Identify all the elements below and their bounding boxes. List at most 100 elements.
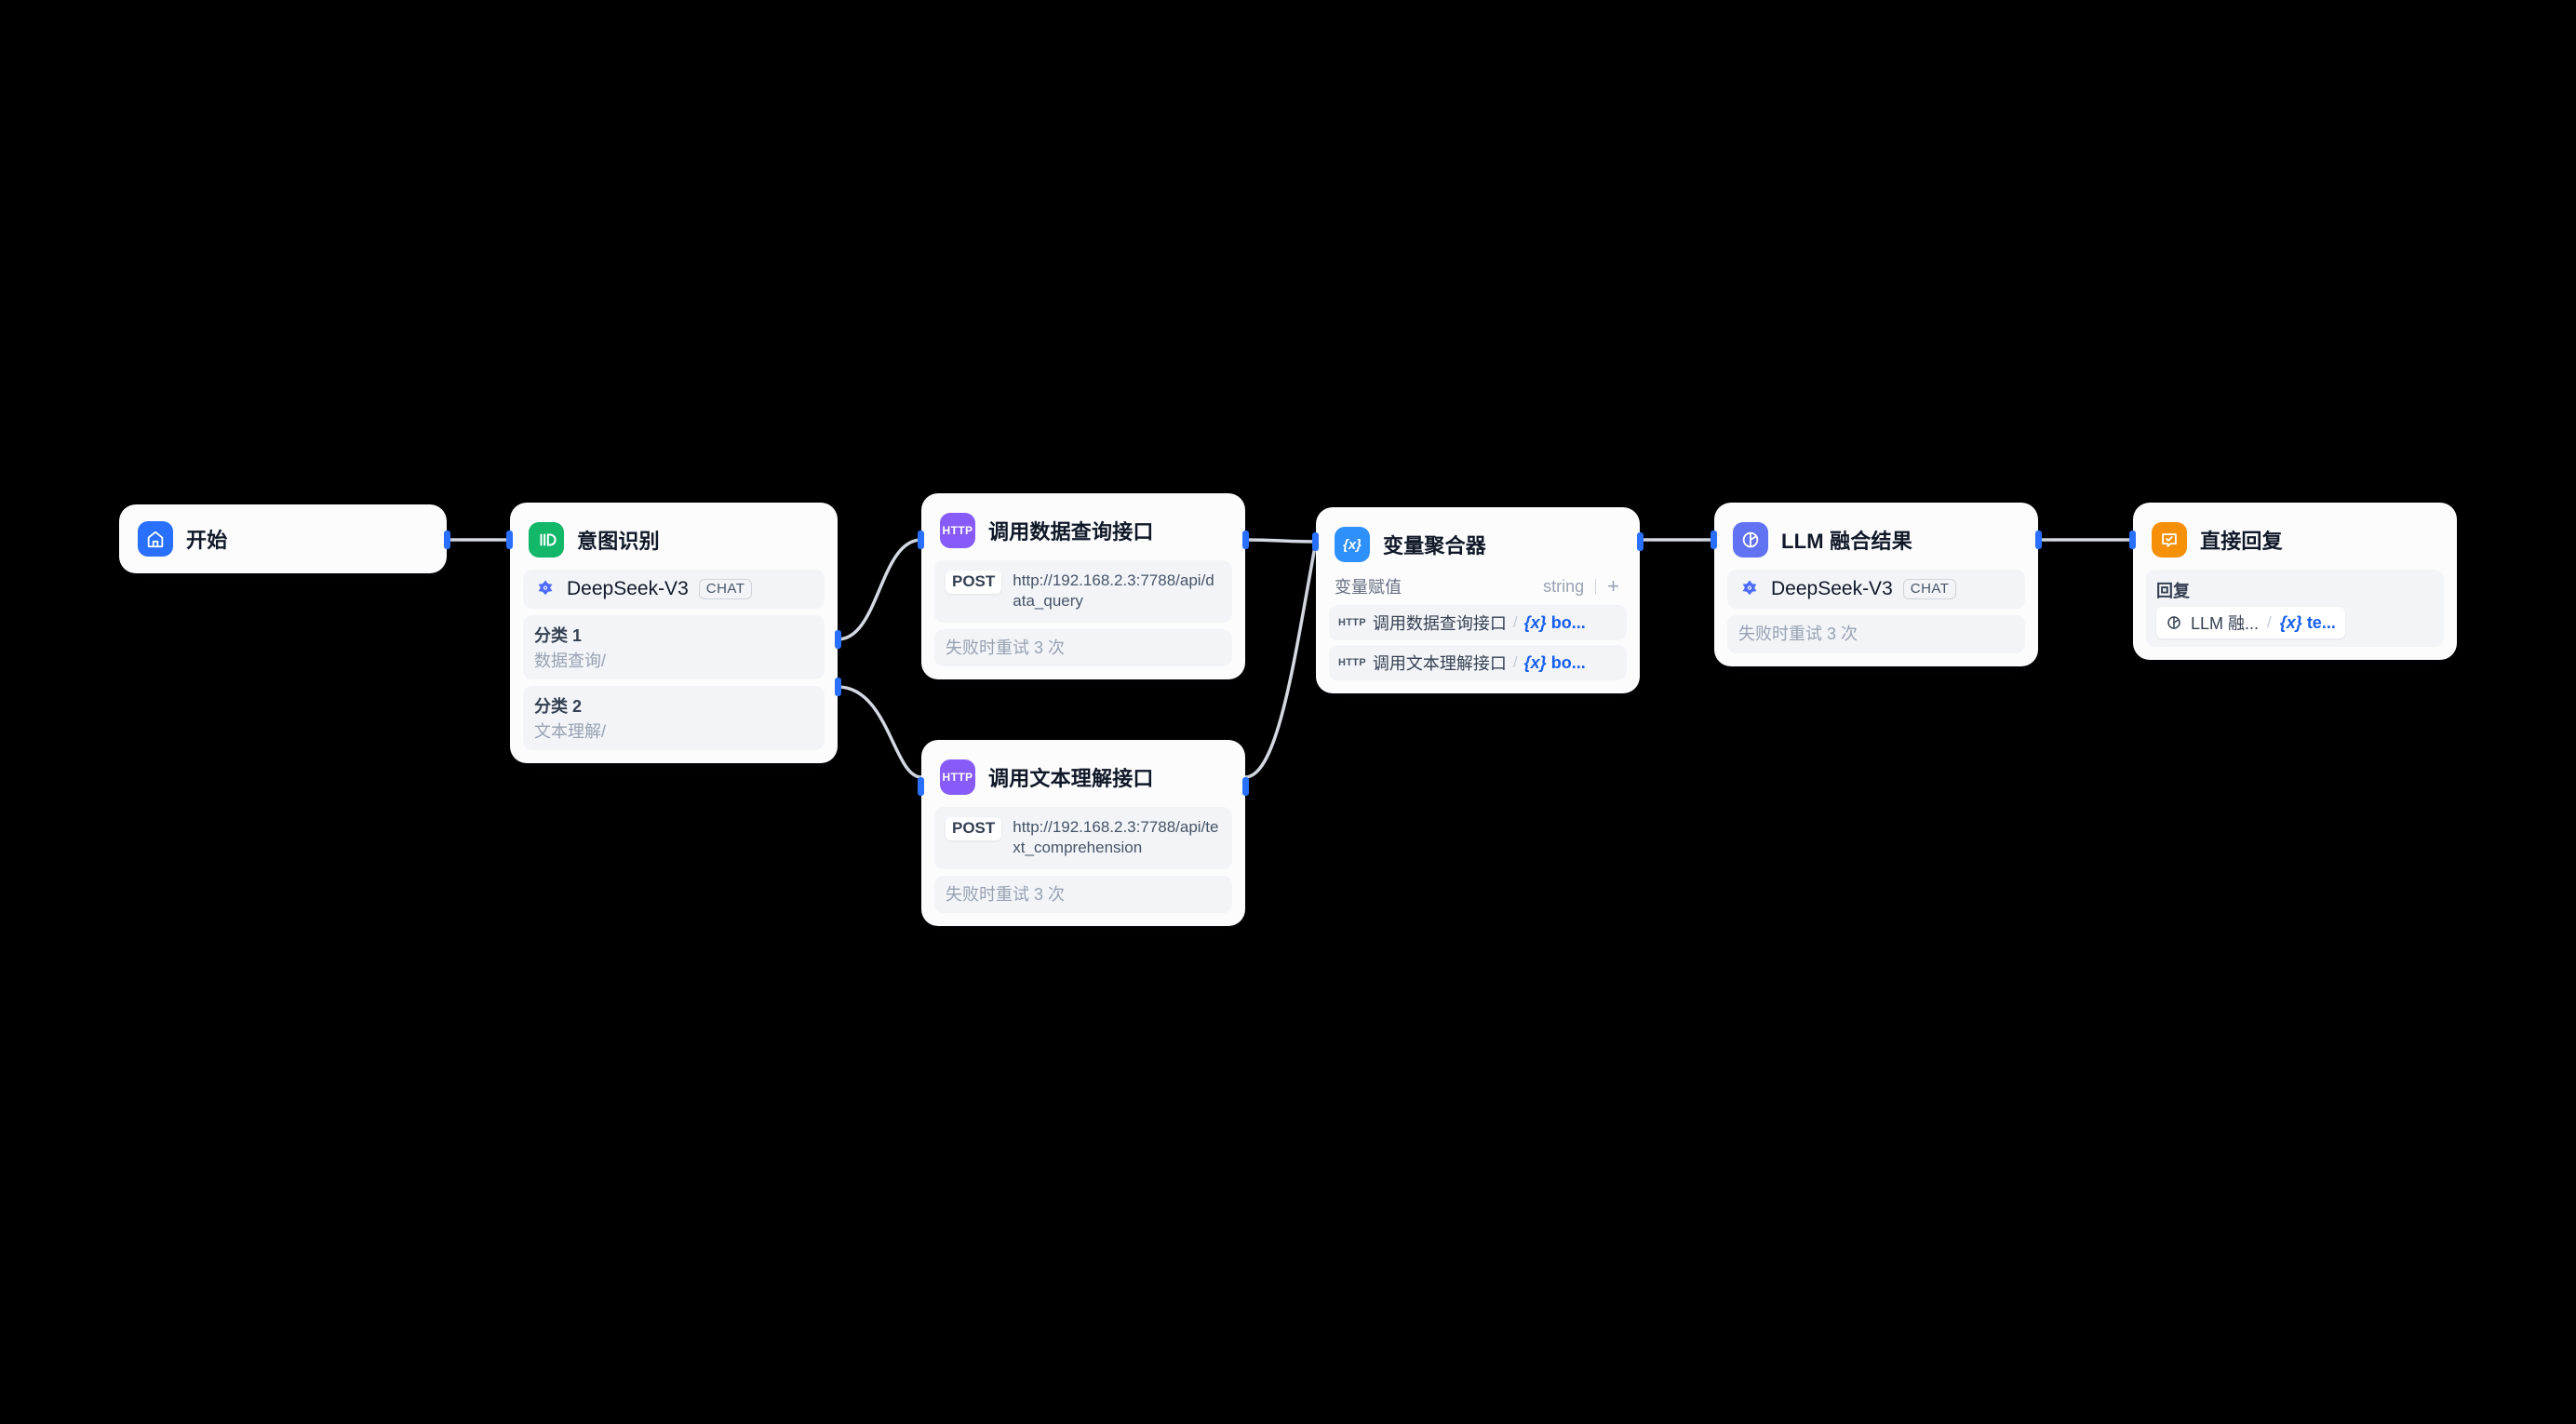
node-http-data-query-title: 调用数据查询接口 xyxy=(988,520,1154,544)
variable-reference-name: bo... xyxy=(1550,612,1586,632)
class-row-2[interactable]: 分类 2 文本理解/ xyxy=(523,686,825,750)
class-2-value: 文本理解/ xyxy=(534,722,607,741)
variable-reference: {x} bo... xyxy=(1523,652,1586,672)
separator: / xyxy=(1512,613,1518,631)
http-method-badge: POST xyxy=(946,817,1002,840)
add-variable-button[interactable]: + xyxy=(1607,574,1619,598)
node-intent-title: 意图识别 xyxy=(577,530,660,553)
question-classifier-icon xyxy=(529,522,564,558)
node-aggregator-body: 变量赋值 string + HTTP 调用数据查询接口 / {x} bo... … xyxy=(1316,565,1640,693)
node-start[interactable]: 开始 xyxy=(119,504,450,573)
separator: / xyxy=(2267,613,2272,631)
class-1-value: 数据查询/ xyxy=(534,652,607,670)
node-llm-body: DeepSeek-V3 CHAT 失败时重试 3 次 xyxy=(1714,560,2038,666)
node-aggregator-header: {x} 变量聚合器 xyxy=(1316,507,1640,565)
port-aggregator-input[interactable] xyxy=(1312,532,1319,551)
divider xyxy=(1595,579,1597,594)
retry-label: 失败时重试 3 次 xyxy=(946,884,1066,904)
model-mode-badge: CHAT xyxy=(698,579,753,599)
edge-intent-to-http-text xyxy=(836,685,923,779)
variable-source-node: 调用文本理解接口 xyxy=(1372,654,1507,673)
port-http-text-output[interactable] xyxy=(1242,777,1249,796)
model-row[interactable]: DeepSeek-V3 CHAT xyxy=(523,570,825,609)
port-intent-output-class-2[interactable] xyxy=(835,678,841,696)
class-2-name: 分类 2 xyxy=(534,697,583,716)
deepseek-icon xyxy=(538,580,553,596)
http-icon: HTTP xyxy=(940,759,975,795)
node-intent-body: DeepSeek-V3 CHAT 分类 1 数据查询/ 分类 2 文本理解/ xyxy=(510,560,838,763)
llm-icon xyxy=(2167,616,2180,629)
node-http-text-comprehension[interactable]: HTTP 调用文本理解接口 POST http://192.168.2.3:77… xyxy=(918,740,1249,927)
node-http-text-body: POST http://192.168.2.3:7788/api/text_co… xyxy=(921,798,1245,926)
node-llm-fusion[interactable]: LLM 融合结果 DeepSeek-V3 CHAT 失败时重试 3 次 xyxy=(1711,503,2042,666)
node-http-text-title: 调用文本理解接口 xyxy=(988,767,1154,790)
http-icon-label: HTTP xyxy=(942,771,973,784)
port-http-text-input[interactable] xyxy=(918,777,924,796)
port-intent-output-class-1[interactable] xyxy=(835,630,841,649)
model-name: DeepSeek-V3 xyxy=(1771,578,1893,599)
http-url: http://192.168.2.3:7788/api/data_query xyxy=(1013,571,1214,611)
http-icon-label: HTTP xyxy=(942,524,973,537)
node-intent-recognition[interactable]: 意图识别 DeepSeek-V3 CHAT 分类 1 数据查询/ 分类 2 文本… xyxy=(506,503,841,763)
node-variable-aggregator[interactable]: {x} 变量聚合器 变量赋值 string + HTTP 调用数据查询接口 / … xyxy=(1312,507,1644,693)
http-request-row[interactable]: POST http://192.168.2.3:7788/api/data_qu… xyxy=(934,560,1232,623)
port-answer-input[interactable] xyxy=(2129,531,2136,549)
node-answer-title: 直接回复 xyxy=(2200,530,2283,553)
reply-row[interactable]: 回复 LLM 融... / {x} te... xyxy=(2146,570,2444,647)
assign-header: 变量赋值 string + xyxy=(1329,574,1627,600)
edge-http-text-to-aggregator xyxy=(1243,540,1318,779)
model-row[interactable]: DeepSeek-V3 CHAT xyxy=(1727,570,2025,609)
node-answer-header: 直接回复 xyxy=(2133,503,2457,560)
reply-source-node: LLM 融... xyxy=(2191,614,2260,633)
model-mode-badge: CHAT xyxy=(1902,579,1957,599)
output-type: string xyxy=(1543,576,1585,596)
node-http-data-query[interactable]: HTTP 调用数据查询接口 POST http://192.168.2.3:77… xyxy=(918,493,1249,680)
port-llm-output[interactable] xyxy=(2035,531,2042,549)
node-start-header: 开始 xyxy=(119,504,447,573)
node-aggregator-title: 变量聚合器 xyxy=(1383,534,1487,558)
deepseek-icon xyxy=(1742,580,1757,596)
port-aggregator-output[interactable] xyxy=(1637,532,1644,551)
retry-row[interactable]: 失败时重试 3 次 xyxy=(934,875,1232,914)
node-start-title: 开始 xyxy=(186,529,228,552)
llm-icon xyxy=(1733,522,1768,558)
retry-label: 失败时重试 3 次 xyxy=(946,638,1066,657)
port-http-data-query-output[interactable] xyxy=(1242,531,1249,549)
port-llm-input[interactable] xyxy=(1711,531,1717,549)
variable-aggregator-icon-label: {x} xyxy=(1342,536,1362,553)
port-intent-input[interactable] xyxy=(506,531,513,549)
http-url: http://192.168.2.3:7788/api/text_compreh… xyxy=(1013,818,1219,857)
http-badge: HTTP xyxy=(1338,657,1366,668)
retry-row[interactable]: 失败时重试 3 次 xyxy=(934,628,1232,667)
edge-intent-to-http-data xyxy=(836,538,923,641)
model-name: DeepSeek-V3 xyxy=(567,578,689,599)
variable-reference-name: bo... xyxy=(1550,652,1586,672)
class-1-name: 分类 1 xyxy=(534,626,583,645)
class-row-1[interactable]: 分类 1 数据查询/ xyxy=(523,615,825,679)
port-start-output[interactable] xyxy=(444,531,450,549)
variable-reference: {x} bo... xyxy=(1523,612,1586,632)
node-llm-header: LLM 融合结果 xyxy=(1714,503,2038,560)
node-answer-body: 回复 LLM 融... / {x} te... xyxy=(2133,560,2457,660)
home-icon xyxy=(138,521,173,557)
node-intent-header: 意图识别 xyxy=(510,503,838,560)
http-icon: HTTP xyxy=(940,513,975,548)
variable-row[interactable]: HTTP 调用文本理解接口 / {x} bo... xyxy=(1329,645,1627,680)
http-badge: HTTP xyxy=(1338,617,1366,628)
http-request-row[interactable]: POST http://192.168.2.3:7788/api/text_co… xyxy=(934,807,1232,869)
answer-icon xyxy=(2152,522,2187,558)
reply-variable-reference: {x} te... xyxy=(2279,612,2336,632)
assign-label: 变量赋值 xyxy=(1335,578,1402,597)
retry-row[interactable]: 失败时重试 3 次 xyxy=(1727,615,2025,653)
reply-variable-chip[interactable]: LLM 融... / {x} te... xyxy=(2156,607,2345,638)
reply-label: 回复 xyxy=(2156,582,2190,600)
separator: / xyxy=(1512,653,1518,671)
reply-variable-reference-name: te... xyxy=(2306,612,2336,632)
retry-label: 失败时重试 3 次 xyxy=(1738,625,1858,643)
node-direct-answer[interactable]: 直接回复 回复 LLM 融... / {x} te... xyxy=(2129,503,2457,660)
variable-row[interactable]: HTTP 调用数据查询接口 / {x} bo... xyxy=(1329,605,1627,640)
variable-source-node: 调用数据查询接口 xyxy=(1372,614,1507,633)
port-http-data-query-input[interactable] xyxy=(918,531,924,549)
